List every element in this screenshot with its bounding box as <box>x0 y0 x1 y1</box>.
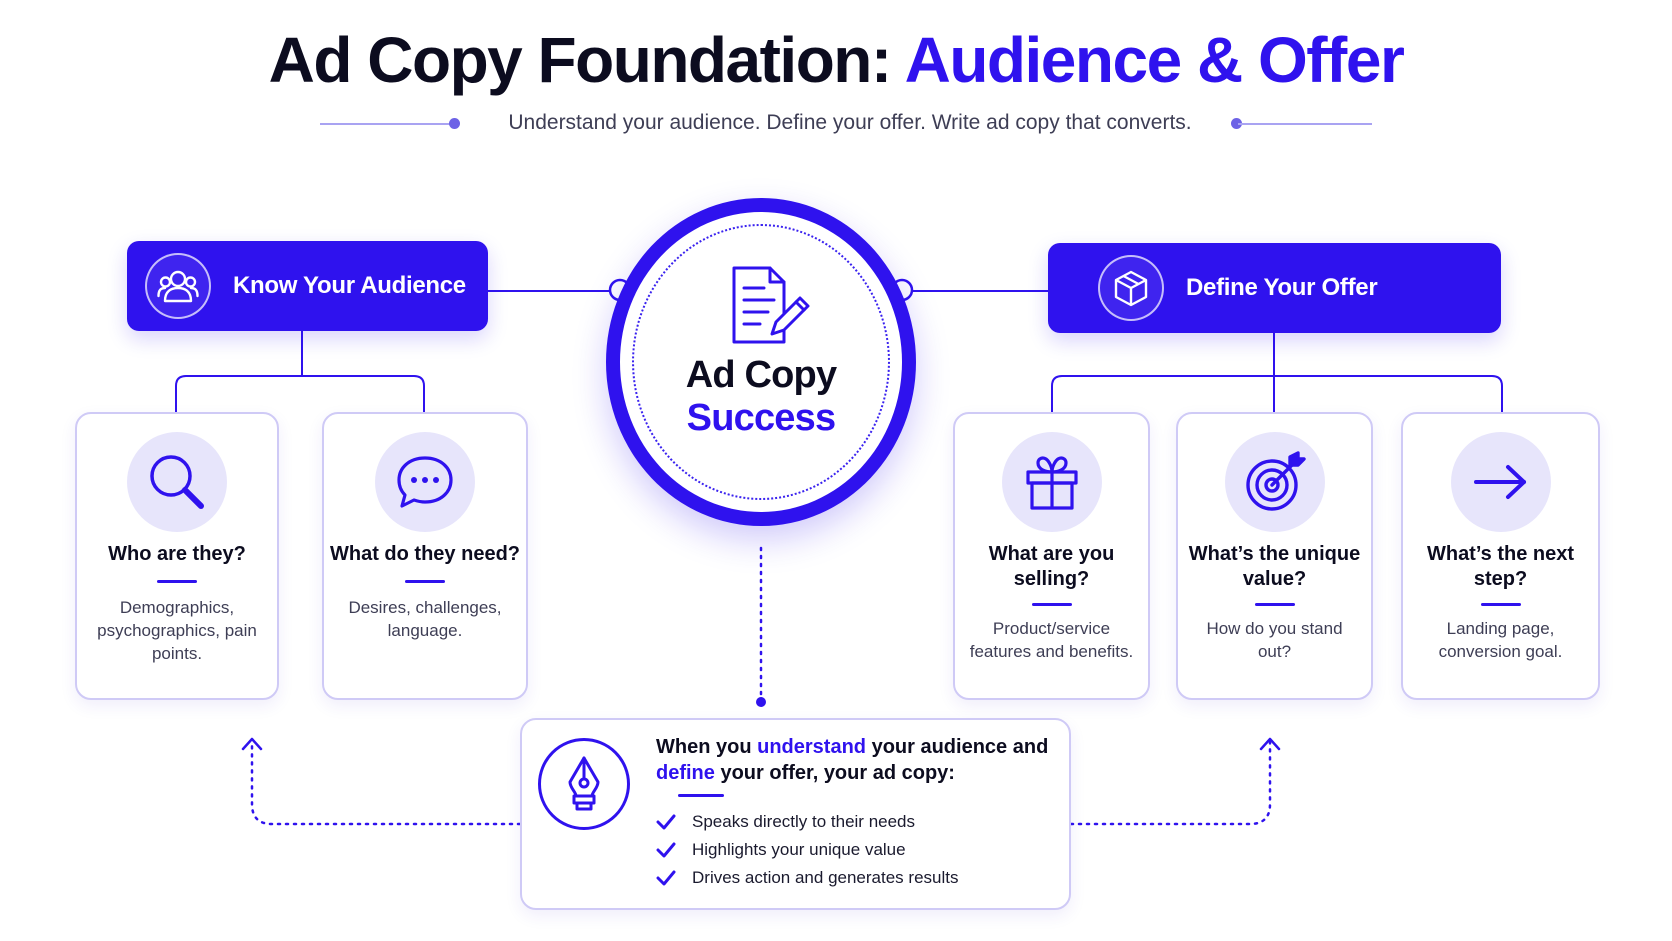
title-accent: Audience & Offer <box>904 24 1405 96</box>
center-title-line2: Success <box>686 397 836 439</box>
result-heading: When you understand your audience and de… <box>656 734 1056 786</box>
card-description: How do you stand out? <box>1206 619 1343 661</box>
subtitle-row: Understand your audience. Define your of… <box>0 108 1672 138</box>
card-divider <box>405 580 445 583</box>
card-divider <box>1254 603 1295 606</box>
gift-icon <box>1001 432 1102 532</box>
list-item: Speaks directly to their needs <box>656 808 958 836</box>
subtitle-line-right <box>1238 123 1372 125</box>
card-what-do-they-need: What do they need? Desires, challenges, … <box>322 412 528 700</box>
pen-nib-icon <box>538 738 630 830</box>
card-question: What’s the next step? <box>1426 543 1575 590</box>
result-list: Speaks directly to their needs Highlight… <box>656 808 958 892</box>
card-description: Product/service features and benefits. <box>969 619 1134 661</box>
card-divider <box>1031 603 1072 606</box>
card-who-are-they: Who are they? Demographics, psychographi… <box>75 412 279 700</box>
card-question: What’s the unique value? <box>1188 543 1361 590</box>
card-next-step: What’s the next step? Landing page, conv… <box>1401 412 1600 700</box>
people-icon <box>145 253 211 319</box>
check-icon <box>656 814 676 830</box>
define-your-offer-header: Define Your Offer <box>1048 243 1501 333</box>
subtitle: Understand your audience. Define your of… <box>508 111 1192 134</box>
list-item-text: Speaks directly to their needs <box>692 812 916 831</box>
heading-highlight-understand: understand <box>757 736 867 758</box>
center-inner-dotted-ring <box>632 224 890 500</box>
page-title: Ad Copy Foundation: Audience & Offer <box>0 22 1672 98</box>
card-question: What are you selling? <box>988 543 1115 590</box>
know-your-audience-header: Know Your Audience <box>127 241 488 331</box>
card-question: What do they need? <box>330 543 520 565</box>
ad-copy-success-circle: Ad Copy Success <box>606 198 916 526</box>
heading-text: your offer, your ad copy: <box>714 762 955 784</box>
chat-bubble-icon <box>375 432 475 532</box>
list-item-text: Highlights your unique value <box>692 840 906 859</box>
title-main: Ad Copy Foundation: <box>268 24 893 96</box>
document-pen-icon <box>732 266 810 344</box>
ad-copy-result-box: When you understand your audience and de… <box>520 718 1071 910</box>
target-icon <box>1224 432 1325 532</box>
card-description: Demographics, psychographics, pain point… <box>97 598 257 663</box>
card-description: Desires, challenges, language. <box>348 598 502 640</box>
define-your-offer-label: Define Your Offer <box>1186 274 1378 301</box>
center-title-line1: Ad Copy <box>685 354 837 396</box>
check-icon <box>656 842 676 858</box>
list-item: Drives action and generates results <box>656 864 958 892</box>
subtitle-dot-right <box>1231 118 1242 129</box>
arrow-right-icon <box>1450 432 1551 532</box>
check-icon <box>656 870 676 886</box>
card-divider <box>1480 603 1521 606</box>
card-unique-value: What’s the unique value? How do you stan… <box>1176 412 1373 700</box>
subtitle-dot-left <box>449 118 460 129</box>
result-divider <box>678 794 724 797</box>
card-question: Who are they? <box>108 543 246 565</box>
know-your-audience-label: Know Your Audience <box>233 272 466 299</box>
magnifier-icon <box>127 432 227 532</box>
card-divider <box>157 580 197 583</box>
list-item: Highlights your unique value <box>656 836 958 864</box>
subtitle-line-left <box>320 123 452 125</box>
list-item-text: Drives action and generates results <box>692 868 959 887</box>
card-what-are-you-selling: What are you selling? Product/service fe… <box>953 412 1150 700</box>
heading-text: When you <box>656 736 758 758</box>
box-icon <box>1098 255 1164 321</box>
card-description: Landing page, conversion goal. <box>1438 619 1563 661</box>
heading-highlight-define: define <box>656 762 715 784</box>
heading-text: your audience and <box>866 736 1049 758</box>
